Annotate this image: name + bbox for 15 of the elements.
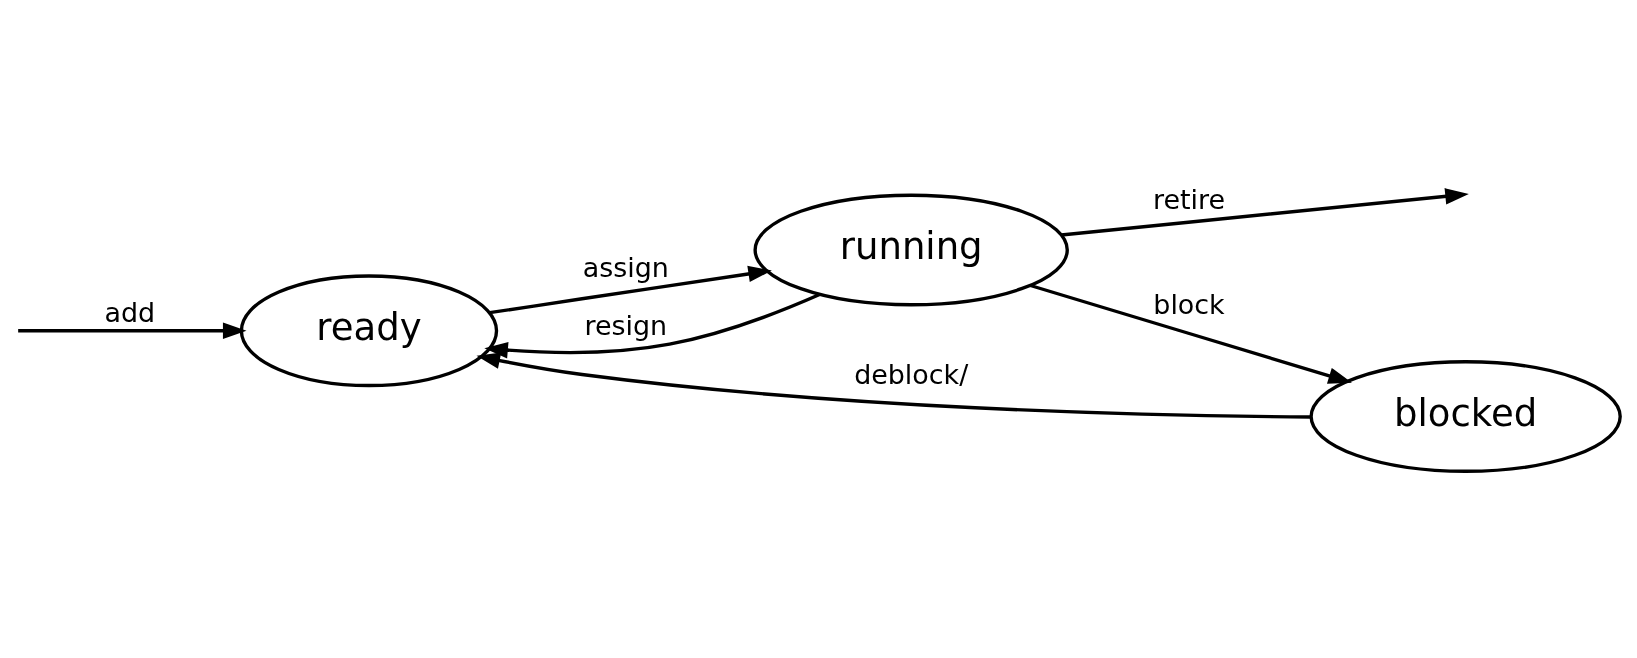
arrow — [489, 265, 772, 314]
node-ellipse: ready — [239, 273, 499, 387]
arrow — [1061, 187, 1469, 237]
edge-label: block — [1153, 288, 1225, 320]
node-ellipse: running — [753, 193, 1069, 306]
arrow — [484, 292, 821, 358]
node-ellipse: blocked — [1309, 359, 1622, 473]
arrow — [476, 351, 1311, 419]
arrow — [1029, 283, 1352, 384]
arrow — [18, 322, 247, 339]
edge-label: add — [104, 296, 156, 328]
edge-label: deblock/ — [854, 358, 969, 390]
edge-label: resign — [584, 309, 668, 341]
edge-label: assign — [582, 251, 669, 283]
edge-label: retire — [1152, 183, 1226, 215]
